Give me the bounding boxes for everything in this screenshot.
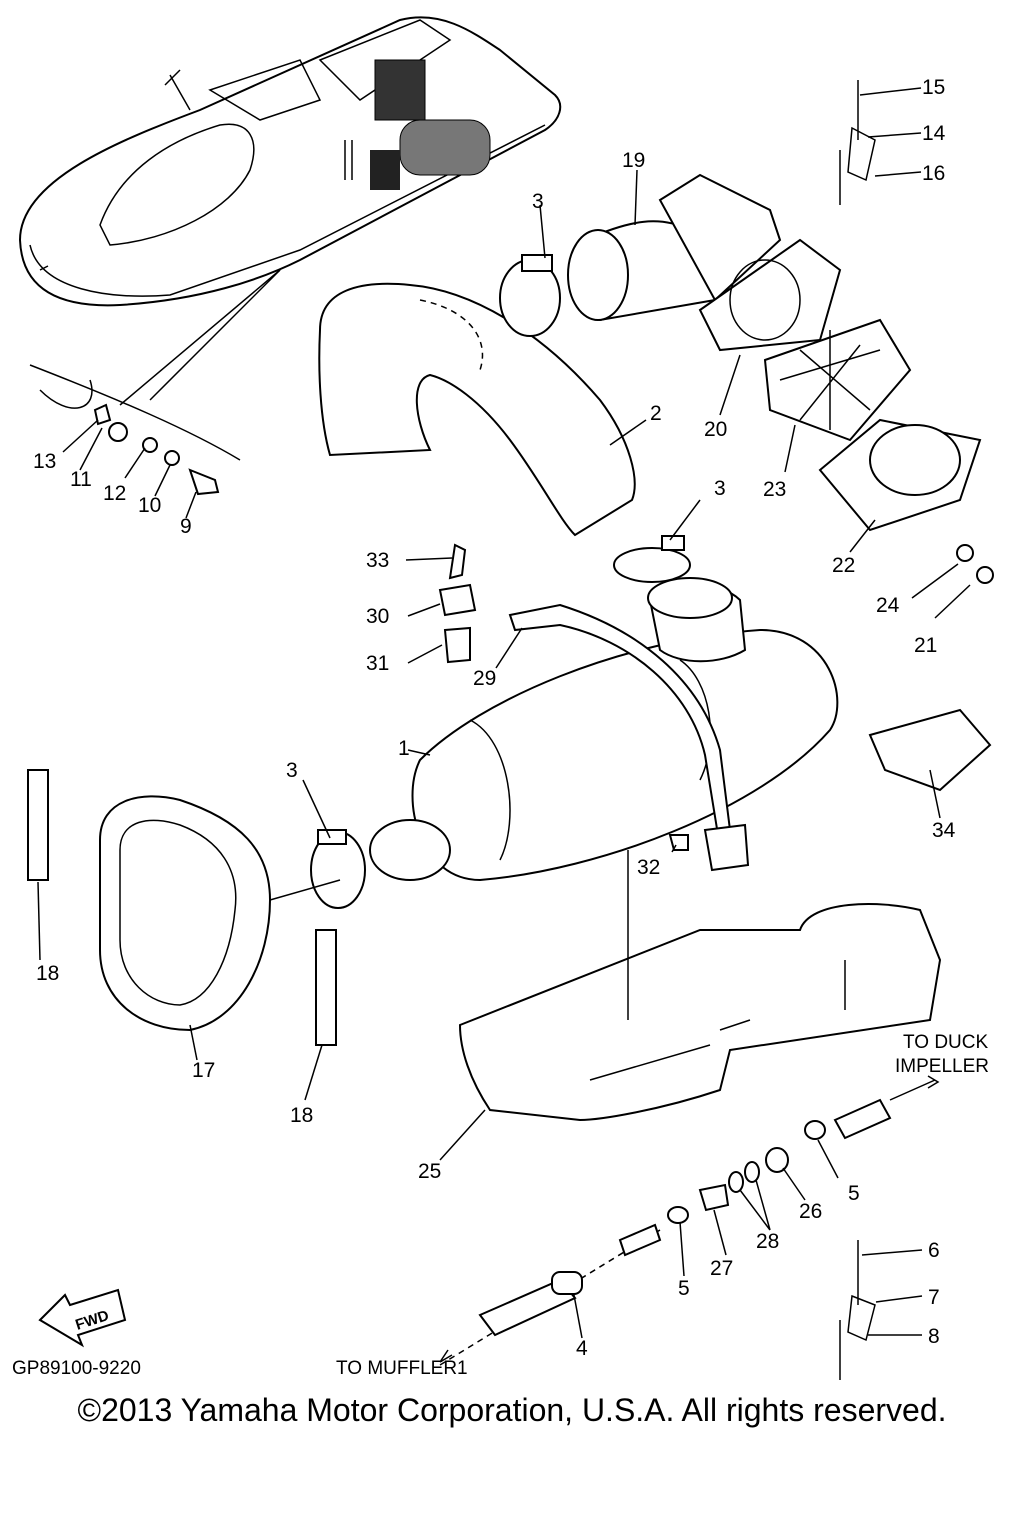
part-label-10: 10 bbox=[138, 494, 161, 517]
part-label-5: 5 bbox=[848, 1182, 860, 1205]
part-label-30: 30 bbox=[366, 605, 389, 628]
part-label-9: 9 bbox=[180, 515, 192, 538]
part-label-13: 13 bbox=[33, 450, 56, 473]
part-number-labels: 1 2 3 3 3 4 5 5 6 7 8 9 10 11 12 13 14 1… bbox=[33, 76, 956, 1360]
to-duck-label: TO DUCK bbox=[903, 1032, 988, 1053]
part-label-15: 15 bbox=[922, 76, 945, 99]
part-label-31: 31 bbox=[366, 652, 389, 675]
part-label-29: 29 bbox=[473, 667, 496, 690]
impeller-label: IMPELLER bbox=[895, 1056, 989, 1077]
leader-lines bbox=[37, 87, 971, 1339]
part-label-2: 2 bbox=[650, 402, 662, 425]
muffler bbox=[369, 577, 839, 882]
copyright-notice: ©2013 Yamaha Motor Corporation, U.S.A. A… bbox=[77, 1392, 947, 1428]
mounting-strap bbox=[508, 603, 750, 872]
small-hardware bbox=[438, 80, 994, 1380]
part-label-24: 24 bbox=[876, 594, 900, 617]
part-label-14: 14 bbox=[922, 122, 946, 145]
watercraft-illustration bbox=[18, 16, 562, 307]
part-label-8: 8 bbox=[928, 1325, 940, 1348]
part-label-25: 25 bbox=[418, 1160, 441, 1183]
part-label-3: 3 bbox=[714, 477, 726, 500]
part-label-17: 17 bbox=[192, 1059, 215, 1082]
part-label-4: 4 bbox=[576, 1337, 588, 1360]
part-label-32: 32 bbox=[637, 856, 660, 879]
part-label-19: 19 bbox=[622, 149, 645, 172]
exhaust-pipe bbox=[318, 282, 636, 537]
part-label-21: 21 bbox=[914, 634, 937, 657]
part-label-5: 5 bbox=[678, 1277, 690, 1300]
hose-clamps bbox=[310, 254, 691, 909]
angle-bracket bbox=[868, 708, 992, 792]
part-label-18: 18 bbox=[36, 962, 59, 985]
cooling-line bbox=[439, 1075, 940, 1366]
part-label-34: 34 bbox=[932, 819, 956, 842]
reference-code: GP89100-9220 bbox=[12, 1358, 141, 1379]
part-label-33: 33 bbox=[366, 549, 389, 572]
muffler-cradle bbox=[458, 850, 942, 1122]
part-label-27: 27 bbox=[710, 1257, 733, 1280]
part-label-6: 6 bbox=[928, 1239, 940, 1262]
part-label-28: 28 bbox=[756, 1230, 779, 1253]
to-muffler-label: TO MUFFLER1 bbox=[336, 1358, 468, 1379]
callout-notes: TO DUCK IMPELLER TO MUFFLER1 GP89100-922… bbox=[12, 1032, 989, 1379]
part-label-16: 16 bbox=[922, 162, 945, 185]
stern-seal bbox=[27, 769, 341, 1046]
part-label-11: 11 bbox=[70, 468, 92, 491]
part-label-7: 7 bbox=[928, 1286, 940, 1309]
part-label-26: 26 bbox=[799, 1200, 822, 1223]
part-label-22: 22 bbox=[832, 554, 855, 577]
part-label-20: 20 bbox=[704, 418, 727, 441]
outlet-and-gaskets bbox=[567, 173, 982, 532]
part-label-3: 3 bbox=[286, 759, 298, 782]
part-label-23: 23 bbox=[763, 478, 786, 501]
part-label-12: 12 bbox=[103, 482, 126, 505]
part-label-18: 18 bbox=[290, 1104, 313, 1127]
hull-fitting-detail bbox=[29, 269, 281, 496]
part-label-3: 3 bbox=[532, 190, 544, 213]
part-label-1: 1 bbox=[398, 737, 410, 760]
forward-arrow: FWD bbox=[38, 1288, 127, 1348]
